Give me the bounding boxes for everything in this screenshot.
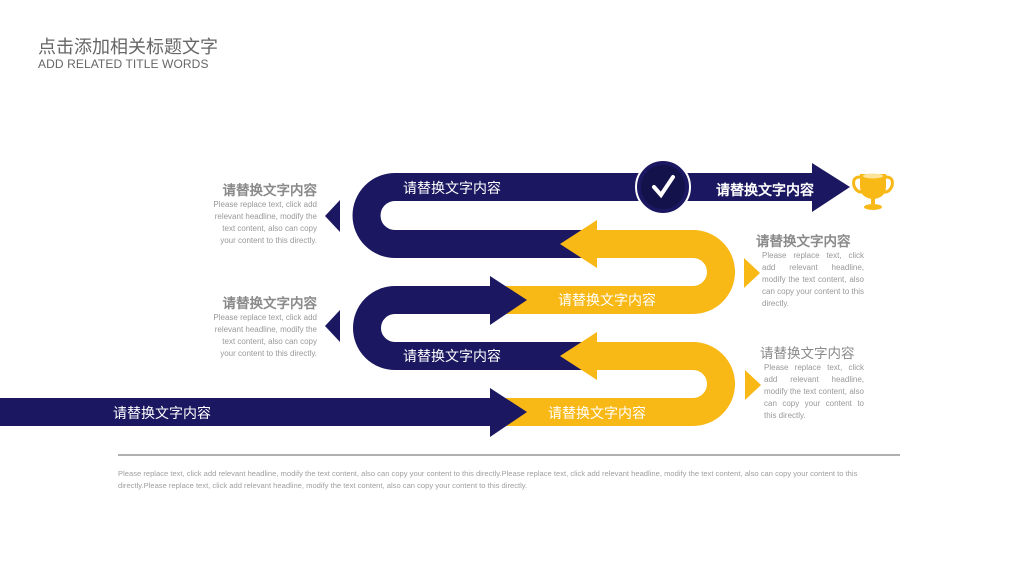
label-top-left: 请替换文字内容 bbox=[403, 180, 501, 197]
note-left-1: 请替换文字内容 Please replace text, click add r… bbox=[211, 184, 317, 247]
page-title: 点击添加相关标题文字 bbox=[38, 37, 218, 58]
yellow-arrowhead-lower bbox=[560, 332, 597, 380]
label-lower-navy: 请替换文字内容 bbox=[403, 348, 501, 365]
yellow-path-upper bbox=[500, 230, 735, 314]
note-right-2: 请替换文字内容 Please replace text, click add r… bbox=[760, 347, 864, 422]
note-title: 请替换文字内容 bbox=[756, 234, 851, 250]
note-right-1: 请替换文字内容 Please replace text, click add r… bbox=[756, 235, 864, 310]
note-body: Please replace text, click add relevant … bbox=[762, 251, 864, 308]
footer-text: Please replace text, click add relevant … bbox=[118, 469, 858, 490]
trophy-icon bbox=[852, 173, 894, 210]
navy-arrowhead-top bbox=[812, 163, 850, 212]
label-middle-yellow: 请替换文字内容 bbox=[558, 292, 656, 309]
label-bottom-yellow: 请替换文字内容 bbox=[548, 405, 646, 422]
pointer-right-1 bbox=[744, 258, 760, 288]
navy-arrowhead-bottom bbox=[490, 388, 527, 437]
check-icon bbox=[635, 159, 691, 215]
navy-path-top bbox=[352, 173, 820, 258]
pointer-left-1 bbox=[325, 200, 340, 232]
note-body: Please replace text, click add relevant … bbox=[213, 313, 317, 358]
pointer-left-2 bbox=[325, 310, 340, 342]
yellow-path-lower bbox=[500, 342, 735, 426]
pointer-right-2 bbox=[745, 370, 761, 400]
label-top-right: 请替换文字内容 bbox=[716, 182, 814, 199]
navy-path-bottom bbox=[0, 398, 492, 426]
note-body: Please replace text, click add relevant … bbox=[213, 200, 317, 245]
note-title: 请替换文字内容 bbox=[222, 296, 318, 312]
navy-arrowhead-middle bbox=[490, 276, 527, 325]
note-title: 请替换文字内容 bbox=[222, 183, 318, 199]
note-left-2: 请替换文字内容 Please replace text, click add r… bbox=[211, 297, 317, 360]
page-subtitle: ADD RELATED TITLE WORDS bbox=[38, 57, 209, 71]
navy-path-middle bbox=[353, 286, 585, 370]
label-bottom-navy: 请替换文字内容 bbox=[113, 405, 211, 422]
yellow-arrowhead-upper bbox=[560, 220, 597, 268]
note-body: Please replace text, click add relevant … bbox=[764, 363, 864, 420]
note-title: 请替换文字内容 bbox=[760, 346, 855, 362]
divider bbox=[118, 454, 900, 456]
